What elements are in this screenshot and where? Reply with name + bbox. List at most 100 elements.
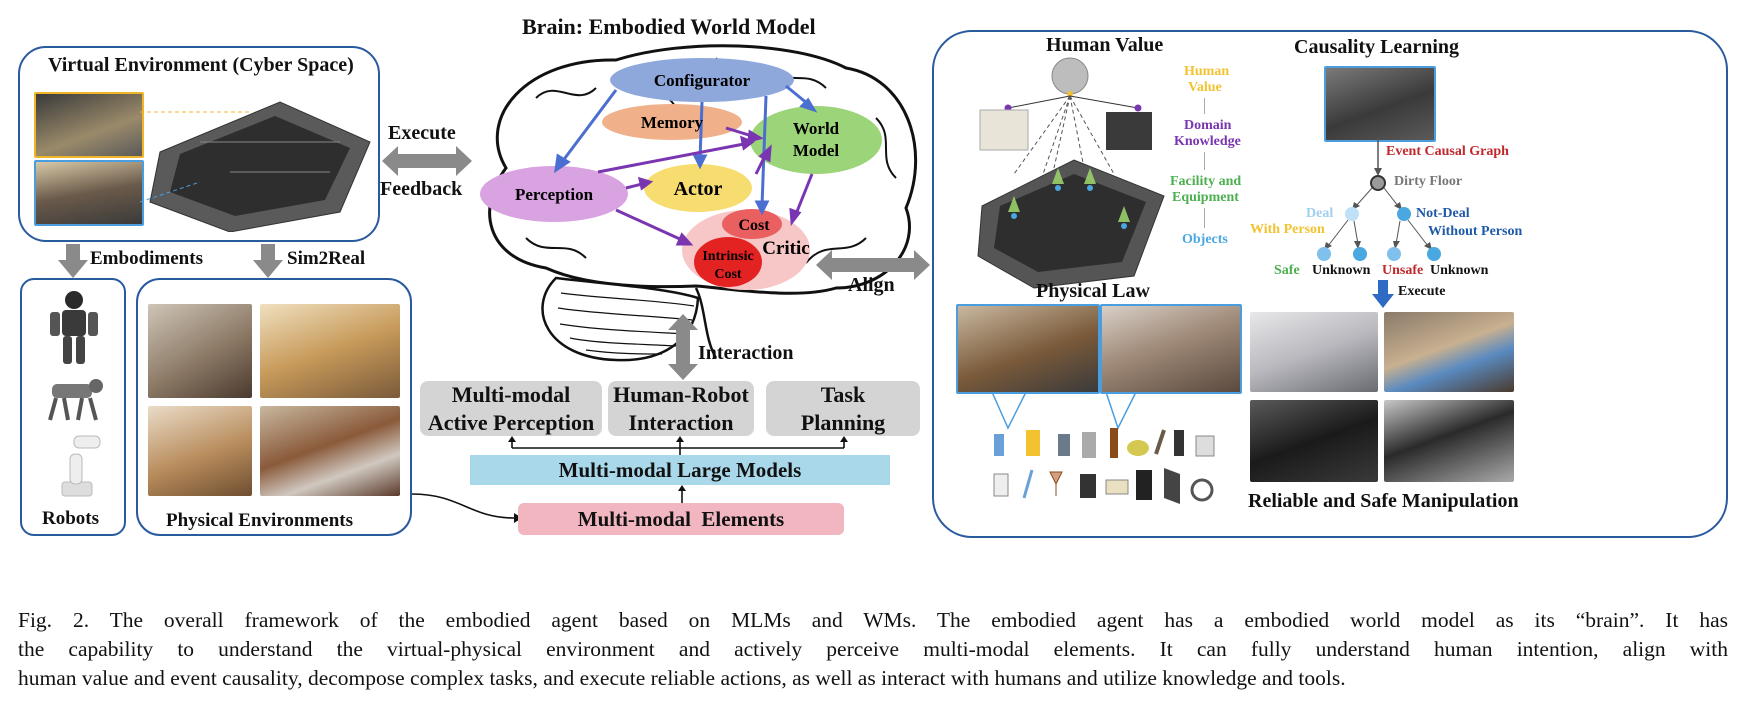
configurator-label: Configurator: [654, 71, 751, 90]
unsafe-node: [1387, 247, 1401, 261]
elements-to-mlm-arrow: [678, 485, 686, 505]
multimodal-elements-bar: Multi-modal Elements: [518, 503, 844, 535]
virtual-office-image-top: [34, 92, 144, 158]
diagram-title: Brain: Embodied World Model: [522, 14, 816, 39]
causal-graph: [1317, 138, 1441, 261]
cup-icon: [994, 434, 1004, 456]
physical-objects-icons: [993, 428, 1215, 504]
cabinet-icon: [1136, 470, 1152, 500]
capability-hri-line1: Human-Robot: [613, 381, 749, 407]
lamp-image: [979, 109, 1029, 151]
critic-label: Critic: [762, 238, 809, 259]
coffee-machine-icon: [1080, 474, 1096, 498]
physical-law-title: Physical Law: [1036, 280, 1150, 302]
physical-environments-panel: Physical Environments: [136, 278, 412, 536]
physical-law-photo-bedroom: [1100, 304, 1242, 394]
perception-label: Perception: [515, 185, 594, 204]
quadruped-robot-icon: [48, 379, 103, 421]
bowl-icon: [1127, 440, 1149, 456]
dispenser-icon: [1174, 430, 1184, 456]
humanoid-robot-icon: [50, 291, 98, 364]
brain-illustration: Configurator Memory World Model Percepti…: [480, 44, 918, 362]
cereal-box-icon: [1026, 430, 1040, 456]
world-model-label-1: World: [793, 119, 840, 138]
cost-node: [722, 209, 782, 239]
causality-title: Causality Learning: [1294, 36, 1460, 58]
caption-line-3: human value and event causality, decompo…: [18, 666, 1346, 690]
embodiments-label: Embodiments: [90, 248, 203, 269]
with-person-label: With Person: [1250, 222, 1325, 237]
legend-divider-3: [1204, 208, 1205, 228]
virtual-environment-title: Virtual Environment (Cyber Space): [48, 54, 354, 76]
capability-active-perception: Multi-modal Active Perception: [420, 381, 602, 436]
bottle-icon: [1110, 428, 1118, 458]
wine-glass-icon: [1049, 471, 1063, 496]
capability-task-planning-line1: Task: [820, 381, 866, 407]
world-model-node: [750, 106, 882, 174]
causality-photo-floor: [1324, 66, 1436, 142]
capability-task-planning: Task Planning: [766, 381, 920, 436]
unsafe-label: Unsafe: [1382, 263, 1424, 278]
legend-human-value-2: Value: [1188, 80, 1222, 95]
manipulation-photo-cooking: [1384, 400, 1514, 482]
virtual-office-image-bottom: [34, 160, 144, 226]
actor-node: [644, 164, 752, 212]
interaction-label: Interaction: [698, 342, 794, 364]
intrinsic-cost-label-1: Intrinsic: [702, 249, 753, 264]
unknown-label-2: Unknown: [1430, 263, 1489, 278]
configurator-node: [610, 58, 794, 102]
box-icon: [1195, 435, 1215, 457]
embodiments-arrow: [58, 244, 88, 278]
shelf-icon: [1082, 432, 1096, 458]
legend-facility-2: Equipment: [1172, 190, 1239, 205]
multimodal-elements-label: Multi-modal Elements: [577, 507, 785, 531]
mlm-label: Multi-modal Large Models: [558, 458, 802, 482]
memory-label: Memory: [641, 113, 704, 132]
robots-label: Robots: [42, 508, 100, 529]
mlm-to-capabilities-connector: [508, 436, 848, 456]
dirty-floor-label: Dirty Floor: [1394, 174, 1463, 189]
capability-active-perception-line1: Multi-modal: [451, 381, 571, 407]
env-photo-restaurant: [148, 406, 252, 496]
capability-human-robot-interaction: Human-Robot Interaction: [608, 381, 754, 436]
spoon-icon: [1022, 469, 1034, 499]
dirty-floor-node: [1370, 175, 1386, 191]
execute-label: Execute: [388, 122, 456, 144]
not-deal-label: Not-Deal: [1416, 206, 1470, 221]
feedback-label: Feedback: [380, 178, 463, 200]
globe-icon: [1051, 57, 1089, 95]
without-person-label: Without Person: [1428, 224, 1523, 239]
actor-label: Actor: [674, 178, 723, 200]
coffee-cup-icon: [993, 473, 1009, 497]
sim2real-arrow: [253, 244, 283, 278]
human-value-hierarchy: [977, 57, 1165, 289]
memory-node: [602, 104, 742, 140]
perception-node: [480, 166, 628, 222]
brush-icon: [1154, 429, 1166, 455]
figure-caption: Fig. 2. The overall framework of the emb…: [18, 606, 1728, 693]
legend-objects: Objects: [1182, 232, 1228, 247]
execute-feedback-arrow: [382, 146, 472, 176]
world-model-label-2: Model: [793, 141, 840, 160]
caption-line-2: the capability to understand the virtual…: [18, 637, 1728, 661]
intrinsic-cost-label-2: Cost: [714, 267, 742, 282]
align-label: Align: [848, 274, 895, 296]
sim2real-label: Sim2Real: [287, 248, 366, 269]
legend-facility-1: Facility and: [1170, 174, 1242, 189]
cost-label: Cost: [738, 217, 770, 234]
robot-arm-icon: [61, 435, 101, 497]
virtual-floorplan-model: [140, 101, 371, 232]
not-deal-node: [1397, 207, 1411, 221]
mlm-bar: Multi-modal Large Models: [470, 455, 890, 485]
causality-execute-label: Execute: [1398, 284, 1446, 299]
door-icon: [1164, 468, 1180, 504]
manipulation-photo-care-robot: [1384, 312, 1514, 392]
unknown-node-1: [1353, 247, 1367, 261]
safe-label: Safe: [1274, 263, 1300, 278]
deal-label: Deal: [1306, 206, 1334, 221]
interaction-arrow: [668, 314, 698, 380]
robots-panel: Robots: [20, 278, 126, 536]
robot-hand-image: [1106, 112, 1152, 150]
legend-divider-2: [1204, 152, 1205, 170]
manipulation-photo-kitchen-robot: [1250, 312, 1378, 392]
